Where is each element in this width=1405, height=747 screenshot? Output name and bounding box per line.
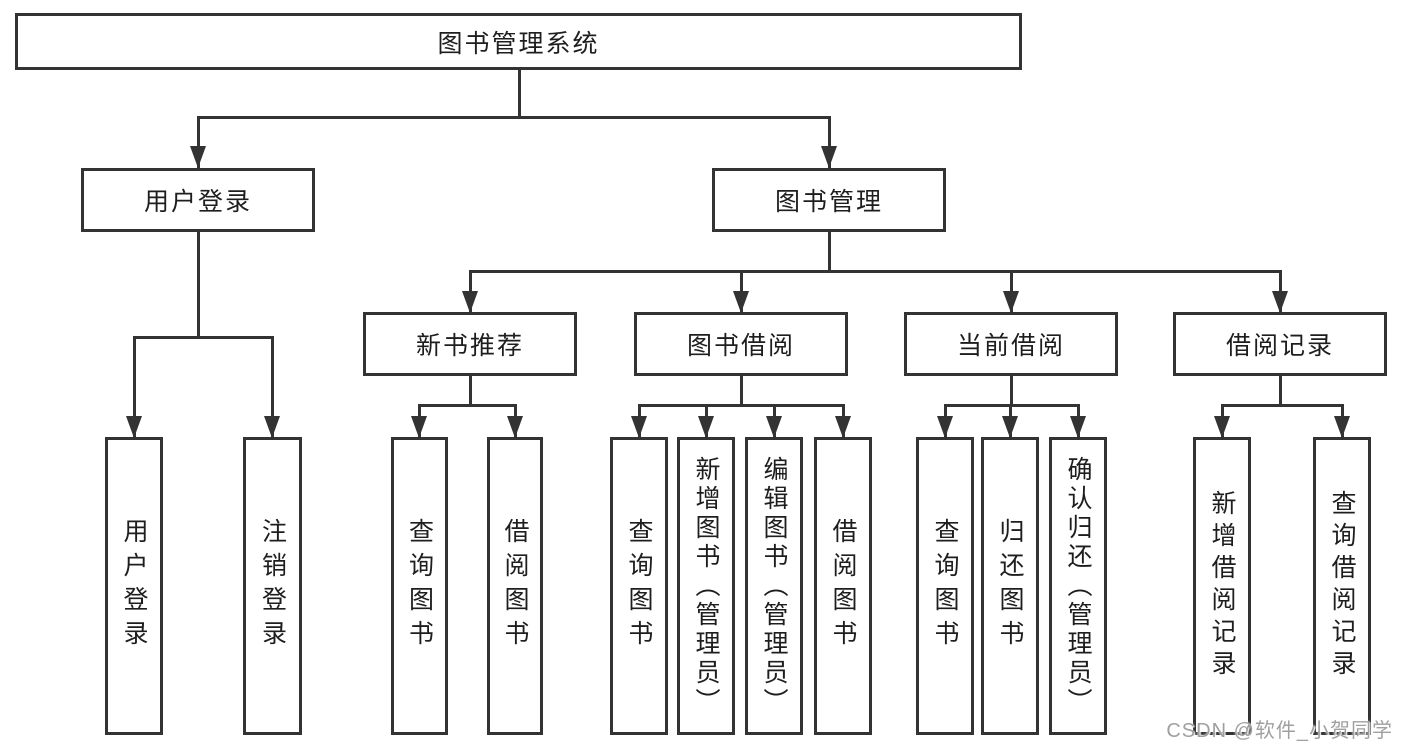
connector-line <box>197 232 200 338</box>
leaf-label: 归还图书 <box>996 518 1024 654</box>
node-borrow-records: 借阅记录 <box>1173 312 1387 376</box>
arrowhead <box>631 416 647 438</box>
leaf-edit-books-admin: 编辑图书（管理员） <box>745 437 803 735</box>
leaf-user-login: 用户登录 <box>105 437 163 735</box>
leaf-label: 编辑图书（管理员） <box>760 455 788 717</box>
node-label: 新书推荐 <box>415 332 524 360</box>
arrowhead <box>1070 416 1086 438</box>
arrowhead <box>462 291 478 313</box>
connector-line <box>1010 376 1013 406</box>
leaf-query-books-borrow: 查询图书 <box>610 437 668 735</box>
connector-line <box>518 70 521 118</box>
connector-line <box>828 116 831 168</box>
leaf-label: 借阅图书 <box>829 518 857 654</box>
arrowhead <box>1002 416 1018 438</box>
connector-line <box>271 336 274 437</box>
connector-line <box>1279 376 1282 406</box>
leaf-return-books: 归还图书 <box>981 437 1039 735</box>
arrowhead <box>190 146 206 168</box>
node-library-management-system: 图书管理系统 <box>15 13 1022 70</box>
node-current-borrow: 当前借阅 <box>904 312 1118 376</box>
leaf-label: 新增图书（管理员） <box>692 455 720 717</box>
node-user-login: 用户登录 <box>81 168 315 232</box>
arrowhead <box>1334 416 1350 438</box>
leaf-confirm-return-admin: 确认归还（管理员） <box>1049 437 1107 735</box>
connector-line <box>944 404 1080 407</box>
node-book-management: 图书管理 <box>712 168 946 232</box>
arrowhead <box>1003 291 1019 313</box>
csdn-watermark: CSDN @软件_小贺同学 <box>1166 720 1393 742</box>
leaf-label: 借阅图书 <box>501 518 529 654</box>
connector-line <box>828 232 831 272</box>
leaf-logout: 注销登录 <box>243 437 302 735</box>
node-book-borrow: 图书借阅 <box>634 312 848 376</box>
leaf-label: 查询图书 <box>625 518 653 654</box>
leaf-query-books-current: 查询图书 <box>916 437 974 735</box>
arrowhead <box>126 416 142 438</box>
leaf-label: 查询借阅记录 <box>1328 490 1356 682</box>
arrowhead <box>1214 416 1230 438</box>
arrowhead <box>821 146 837 168</box>
connector-line <box>469 270 1282 273</box>
leaf-label: 新增借阅记录 <box>1208 490 1236 682</box>
arrowhead <box>411 416 427 438</box>
leaf-add-books-admin: 新增图书（管理员） <box>677 437 735 735</box>
leaf-borrow-books: 借阅图书 <box>814 437 872 735</box>
connector-line <box>133 336 274 339</box>
leaf-add-borrow-record: 新增借阅记录 <box>1193 437 1251 735</box>
leaf-label: 确认归还（管理员） <box>1064 455 1092 717</box>
arrowhead <box>766 416 782 438</box>
connector-line <box>418 404 517 407</box>
arrowhead <box>733 291 749 313</box>
arrowhead <box>264 416 280 438</box>
connector-line <box>638 404 845 407</box>
arrowhead <box>1272 291 1288 313</box>
leaf-query-books-newbook: 查询图书 <box>391 437 448 735</box>
leaf-label: 用户登录 <box>120 518 148 654</box>
connector-line <box>740 376 743 406</box>
arrowhead <box>698 416 714 438</box>
arrowhead <box>937 416 953 438</box>
node-new-book-recommend: 新书推荐 <box>363 312 577 376</box>
connector-line <box>133 336 136 437</box>
leaf-label: 查询图书 <box>931 518 959 654</box>
connector-line <box>197 116 200 168</box>
leaf-borrow-books-newbook: 借阅图书 <box>487 437 543 735</box>
leaf-label: 注销登录 <box>258 518 287 654</box>
connector-line <box>469 376 472 406</box>
node-label: 用户登录 <box>143 188 252 216</box>
node-label: 图书管理 <box>774 188 883 216</box>
node-label: 图书借阅 <box>686 332 795 360</box>
arrowhead <box>835 416 851 438</box>
node-label: 当前借阅 <box>956 332 1065 360</box>
node-label: 图书管理系统 <box>437 29 600 58</box>
node-label: 借阅记录 <box>1225 332 1334 360</box>
arrowhead <box>507 416 523 438</box>
leaf-query-borrow-record: 查询借阅记录 <box>1313 437 1371 735</box>
connector-line <box>197 116 831 119</box>
connector-line <box>1221 404 1344 407</box>
leaf-label: 查询图书 <box>405 518 434 654</box>
